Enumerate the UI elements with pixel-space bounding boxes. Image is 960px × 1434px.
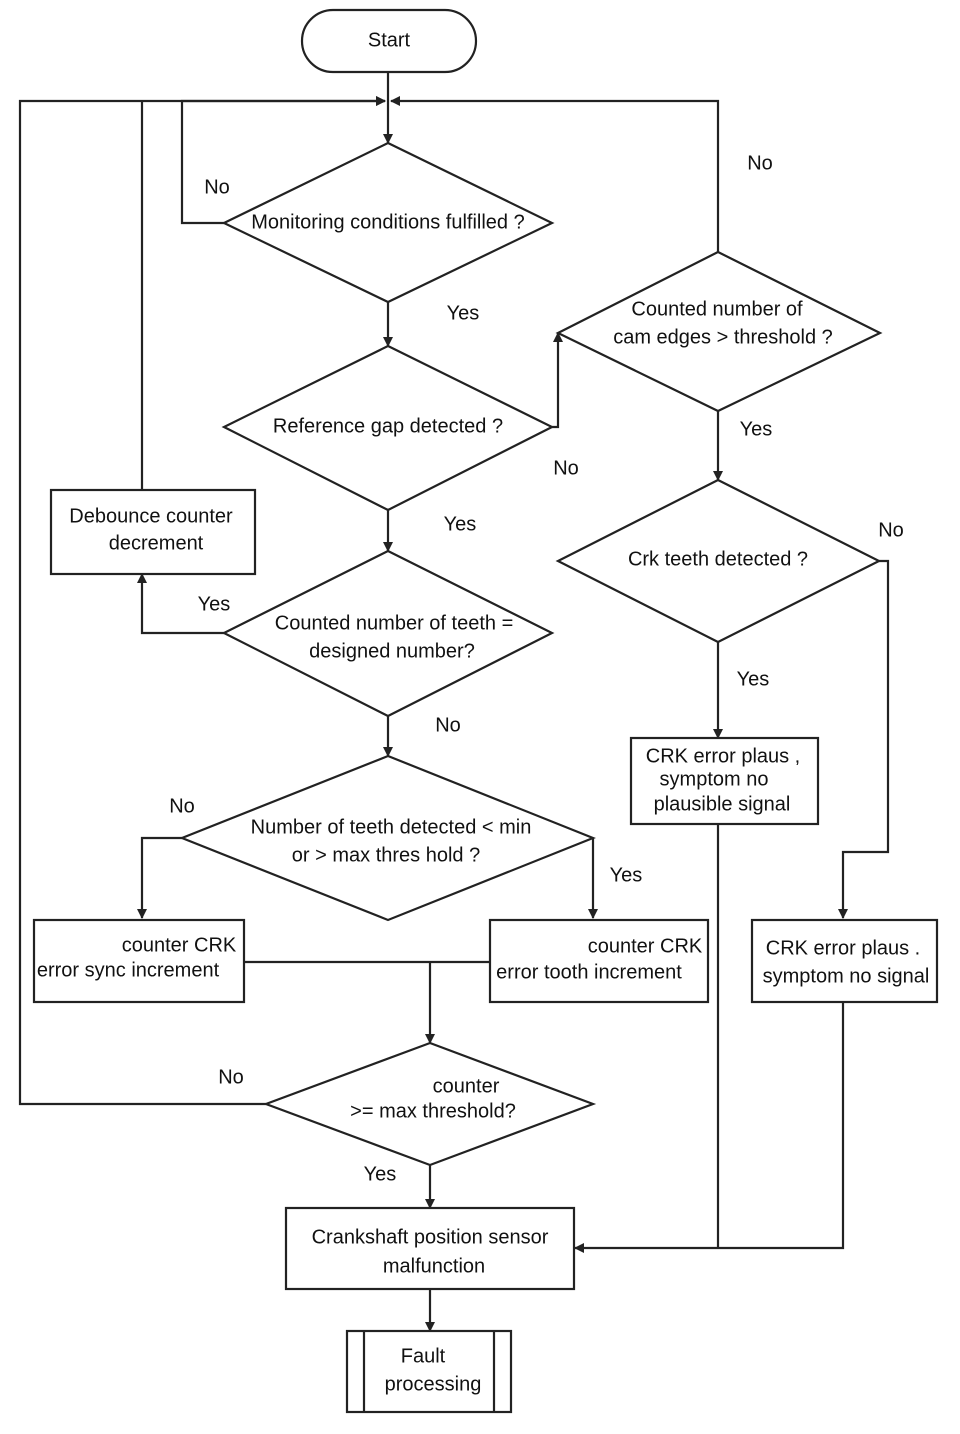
label-ref-gap-no: No — [553, 457, 579, 479]
node-teeth-range-line-2: or > max thres hold ? — [292, 844, 480, 866]
edge-no-signal-to-malfunction — [574, 1002, 845, 1253]
label-teeth-equal-yes: Yes — [198, 593, 231, 615]
label-crk-teeth-no: No — [878, 519, 904, 541]
label-crk-teeth-yes: Yes — [737, 668, 770, 690]
node-sync-increment-line-1: counter CRK — [122, 934, 237, 956]
node-sync-increment-line-2: error sync increment — [37, 959, 220, 981]
node-malfunction: Crankshaft position sensor malfunction — [284, 1206, 576, 1291]
node-fault-processing: Fault processing — [345, 1329, 513, 1414]
node-crk-plaus-signal-line-2: symptom no — [660, 768, 769, 790]
node-fault-line-1: Fault — [401, 1345, 446, 1367]
edge-counter-max-no — [18, 96, 386, 1106]
node-ref-gap-label: Reference gap detected ? — [273, 415, 503, 437]
edge-teeth-range-no — [137, 836, 182, 919]
node-teeth-equal-line-1: Counted number of teeth = — [275, 612, 514, 634]
label-teeth-range-no: No — [169, 795, 195, 817]
node-counter-max-line-2: >= max threshold? — [350, 1100, 516, 1122]
node-crk-teeth-label: Crk teeth detected ? — [628, 548, 808, 570]
node-crk-plaus-signal-line-1: CRK error plaus , — [646, 745, 801, 767]
node-crk-no-signal-line-2: symptom no signal — [763, 965, 930, 987]
node-debounce-line-2: decrement — [109, 532, 204, 554]
node-teeth-range-line-1: Number of teeth detected < min — [251, 816, 532, 838]
node-tooth-increment-line-1: counter CRK — [588, 935, 703, 957]
node-debounce-line-1: Debounce counter — [69, 505, 233, 527]
label-monitoring-yes: Yes — [447, 302, 480, 324]
label-teeth-equal-no: No — [435, 714, 461, 736]
node-tooth-increment: counter CRK error tooth increment — [488, 918, 710, 1004]
label-counter-max-no: No — [218, 1066, 244, 1088]
node-start: Start — [300, 8, 478, 74]
node-teeth-equal: Counted number of teeth = designed numbe… — [221, 549, 555, 718]
label-teeth-range-yes: Yes — [610, 864, 643, 886]
node-cam-edges: Counted number of cam edges > threshold … — [555, 250, 883, 413]
node-malfunction-line-1: Crankshaft position sensor — [312, 1226, 549, 1248]
label-cam-edges-no: No — [747, 152, 773, 174]
node-teeth-range: Number of teeth detected < min or > max … — [179, 754, 596, 922]
edge-ref-gap-no — [552, 332, 563, 429]
node-crk-no-signal: CRK error plaus . symptom no signal — [750, 918, 939, 1004]
node-malfunction-line-2: malfunction — [383, 1255, 485, 1277]
node-fault-line-2: processing — [385, 1373, 482, 1395]
label-cam-edges-yes: Yes — [740, 418, 773, 440]
node-sync-increment: counter CRK error sync increment — [32, 918, 246, 1004]
label-counter-max-yes: Yes — [364, 1163, 397, 1185]
label-ref-gap-yes: Yes — [444, 513, 477, 535]
node-counter-max-line-1: counter — [433, 1075, 500, 1097]
node-monitoring: Monitoring conditions fulfilled ? — [221, 141, 555, 304]
node-crk-no-signal-line-1: CRK error plaus . — [766, 937, 921, 959]
node-ref-gap: Reference gap detected ? — [221, 344, 555, 512]
connectors — [18, 72, 890, 1332]
node-crk-teeth: Crk teeth detected ? — [555, 478, 882, 644]
edge-cam-edges-no — [390, 96, 720, 252]
node-cam-edges-line-2: cam edges > threshold ? — [613, 326, 833, 348]
node-start-label: Start — [368, 29, 411, 51]
node-tooth-increment-line-2: error tooth increment — [496, 961, 682, 983]
node-counter-max: counter >= max threshold? — [262, 1041, 597, 1167]
node-crk-plaus-signal-line-3: plausible signal — [654, 793, 791, 815]
node-crk-plaus-signal: CRK error plaus , symptom no plausible s… — [629, 736, 820, 826]
edge-crk-teeth-no — [838, 559, 890, 919]
node-cam-edges-line-1: Counted number of — [631, 298, 803, 320]
node-debounce: Debounce counter decrement — [49, 488, 257, 576]
label-monitoring-no: No — [204, 176, 230, 198]
node-teeth-equal-line-2: designed number? — [309, 640, 475, 662]
edge-teeth-equal-yes — [137, 573, 224, 635]
node-monitoring-label: Monitoring conditions fulfilled ? — [251, 211, 525, 233]
branch-labels: No Yes Yes No Yes No No Yes No Yes No Ye… — [169, 152, 904, 1185]
